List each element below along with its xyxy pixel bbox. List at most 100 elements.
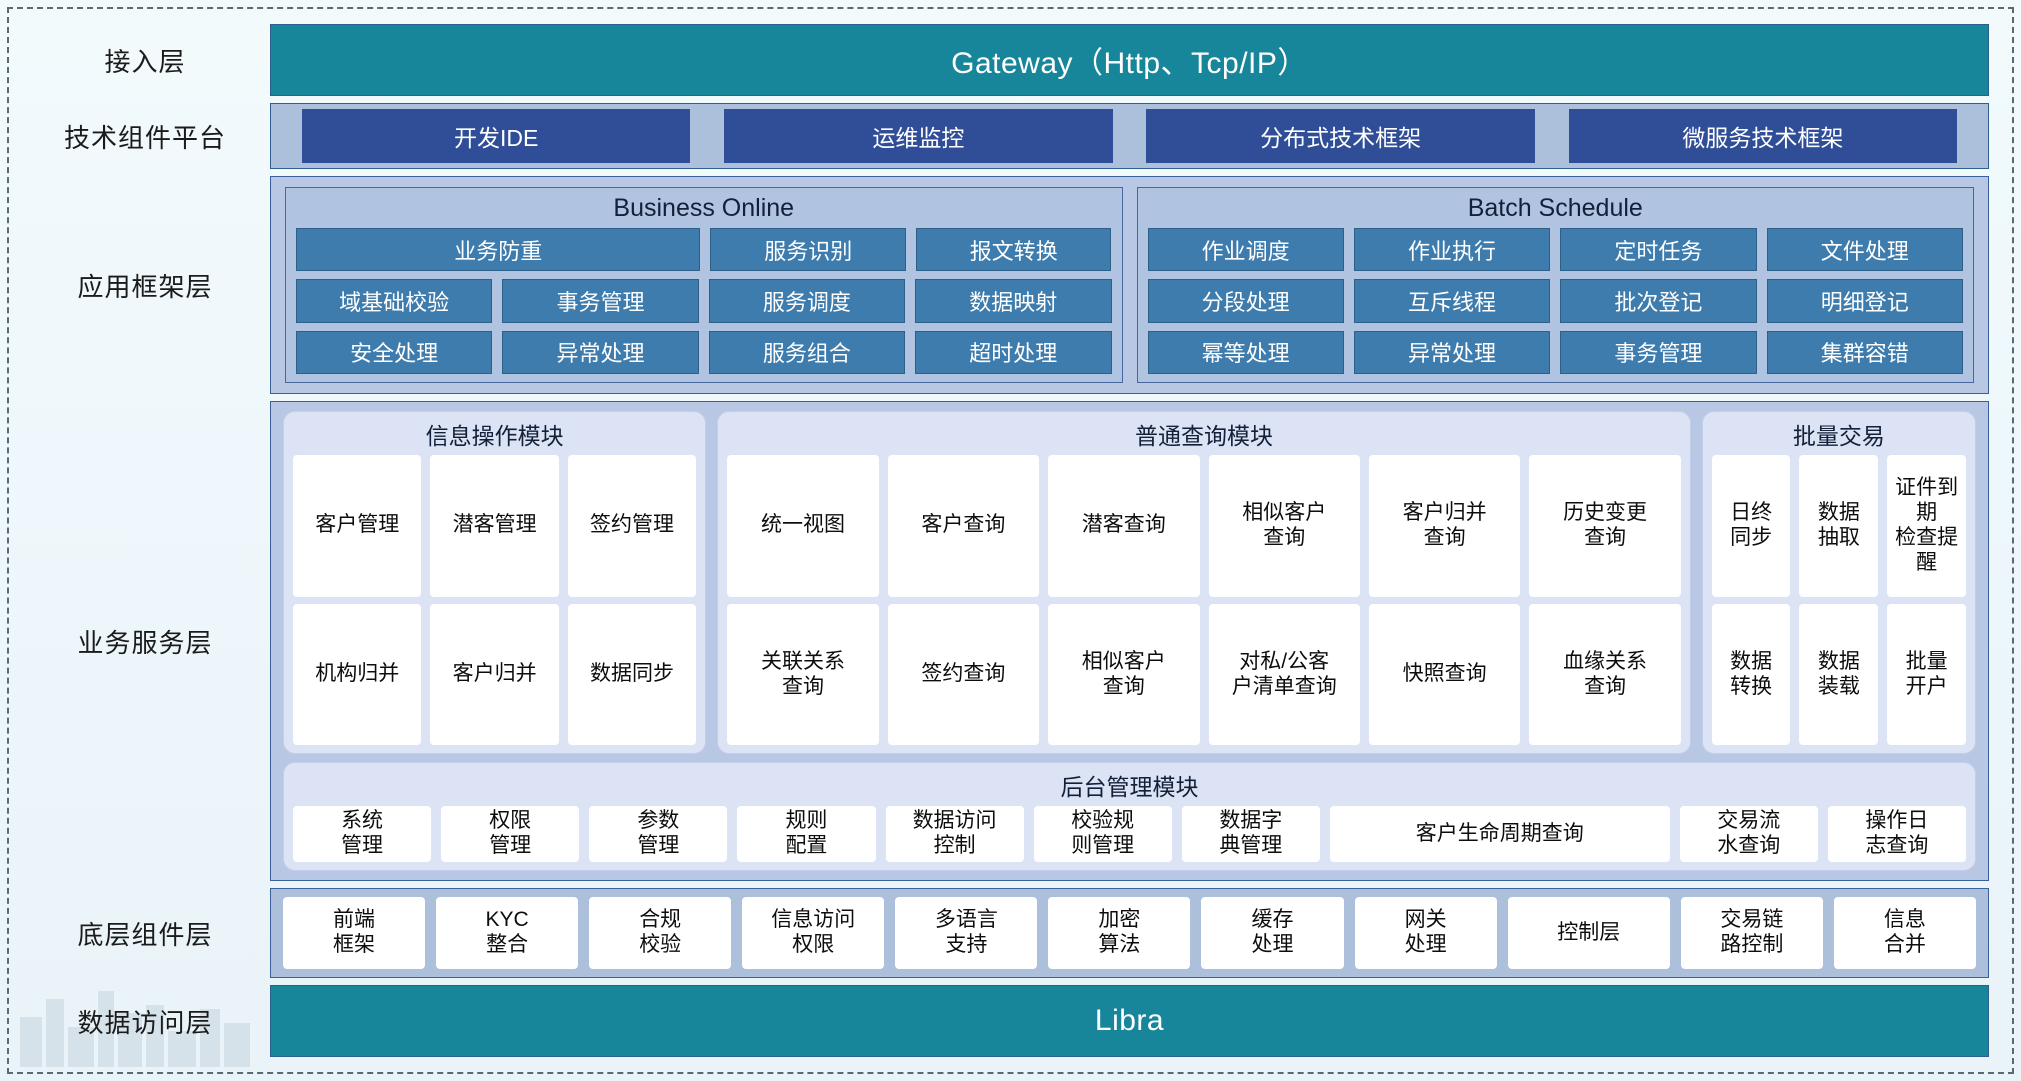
tech-item-microservice-framework[interactable]: 微服务技术框架 xyxy=(1568,109,1958,163)
cell-contract-query[interactable]: 签约查询 xyxy=(887,603,1040,746)
base-components-panel: 前端 框架 KYC 整合 合规 校验 信息访问 权限 多语言 支持 加密 算法 … xyxy=(270,888,1989,978)
cell-segment-processing[interactable]: 分段处理 xyxy=(1147,279,1344,323)
general-query-row-1: 统一视图 客户查询 潜客查询 相似客户 查询 客户归并 查询 历史变更 查询 xyxy=(727,455,1681,597)
info-operations-row-1: 客户管理 潜客管理 签约管理 xyxy=(293,455,697,597)
layer-app-framework: 应用框架层 Business Online 业务防重 服务识别 报文转换 xyxy=(20,176,1989,394)
cell-relation-query[interactable]: 关联关系 查询 xyxy=(727,603,879,746)
cell-business-anti-duplicate[interactable]: 业务防重 xyxy=(296,228,701,272)
cell-frontend-framework[interactable]: 前端 框架 xyxy=(283,897,426,969)
cell-exception-processing-online[interactable]: 异常处理 xyxy=(502,330,699,374)
cell-prospect-management[interactable]: 潜客管理 xyxy=(430,455,559,597)
layer-body-app-framework: Business Online 业务防重 服务识别 报文转换 域基础校验 事务管… xyxy=(270,176,1989,394)
layer-base-components: 底层组件层 前端 框架 KYC 整合 合规 校验 信息访问 权限 多语言 支持 … xyxy=(20,888,1989,978)
cell-batch-account-opening[interactable]: 批量 开户 xyxy=(1887,603,1966,746)
cell-service-dispatch[interactable]: 服务调度 xyxy=(708,279,906,323)
cell-service-composition[interactable]: 服务组合 xyxy=(708,330,906,374)
cell-eod-sync[interactable]: 日终 同步 xyxy=(1711,455,1791,597)
cell-service-identify[interactable]: 服务识别 xyxy=(710,228,906,272)
cell-snapshot-query[interactable]: 快照查询 xyxy=(1368,603,1521,746)
cell-job-execution[interactable]: 作业执行 xyxy=(1353,228,1551,272)
layer-label-tech-platform: 技术组件平台 xyxy=(63,122,226,153)
cell-data-loading[interactable]: 数据 装载 xyxy=(1799,603,1879,746)
cell-cluster-fault-tolerance[interactable]: 集群容错 xyxy=(1766,330,1963,374)
cell-customer-lifecycle-query[interactable]: 客户生命周期查询 xyxy=(1329,806,1670,862)
tech-item-ide[interactable]: 开发IDE xyxy=(301,109,691,163)
cell-data-extraction[interactable]: 数据 抽取 xyxy=(1799,455,1879,597)
cell-unified-view[interactable]: 统一视图 xyxy=(727,455,879,597)
cell-timeout-processing[interactable]: 超时处理 xyxy=(915,330,1112,374)
cell-data-mapping[interactable]: 数据映射 xyxy=(915,279,1112,323)
business-online-grid: 业务防重 服务识别 报文转换 域基础校验 事务管理 服务调度 数据映射 xyxy=(296,228,1112,374)
cell-system-management[interactable]: 系统 管理 xyxy=(293,806,432,862)
cell-info-access-permission[interactable]: 信息访问 权限 xyxy=(742,897,885,969)
layer-label-app-framework: 应用框架层 xyxy=(77,271,213,302)
group-title-batch-schedule: Batch Schedule xyxy=(1467,194,1643,222)
cell-idempotent-processing[interactable]: 幂等处理 xyxy=(1147,330,1344,374)
layer-body-tech-platform: 开发IDE 运维监控 分布式技术框架 微服务技术框架 xyxy=(270,103,1989,169)
cell-transaction-management-online[interactable]: 事务管理 xyxy=(502,279,699,323)
gateway-bar[interactable]: Gateway（Http、Tcp/IP） xyxy=(270,24,1989,96)
cell-multilanguage-support[interactable]: 多语言 支持 xyxy=(895,897,1038,969)
layer-body-data-access: Libra xyxy=(270,985,1989,1057)
module-admin-management: 后台管理模块 系统 管理 权限 管理 参数 管理 规则 配置 数据访问 控制 校… xyxy=(283,762,1976,871)
batch-schedule-row-1: 作业调度 作业执行 定时任务 文件处理 xyxy=(1147,228,1963,272)
cell-control-layer[interactable]: 控制层 xyxy=(1507,897,1670,969)
batch-transaction-row-1: 日终 同步 数据 抽取 证件到期 检查提醒 xyxy=(1711,455,1966,597)
cell-compliance-validation[interactable]: 合规 校验 xyxy=(589,897,732,969)
cell-exception-processing-batch[interactable]: 异常处理 xyxy=(1353,330,1551,374)
tech-item-ops-monitor[interactable]: 运维监控 xyxy=(724,109,1113,163)
cell-transaction-management-batch[interactable]: 事务管理 xyxy=(1560,330,1757,374)
cell-data-dictionary-management[interactable]: 数据字 典管理 xyxy=(1181,806,1320,862)
cell-validation-rule-management[interactable]: 校验规 则管理 xyxy=(1033,806,1172,862)
cell-timed-task[interactable]: 定时任务 xyxy=(1560,228,1757,272)
cell-security-processing[interactable]: 安全处理 xyxy=(296,330,493,374)
cell-message-transform[interactable]: 报文转换 xyxy=(915,228,1112,272)
layer-label-data-access: 数据访问层 xyxy=(77,1007,213,1038)
cell-similar-customer-query-2[interactable]: 相似客户 查询 xyxy=(1048,603,1200,746)
batch-transaction-row-2: 数据 转换 数据 装载 批量 开户 xyxy=(1711,603,1966,746)
cell-retail-corporate-list-query[interactable]: 对私/公客 户清单查询 xyxy=(1208,603,1360,746)
cell-contract-management[interactable]: 签约管理 xyxy=(567,455,697,597)
cell-mutex-thread[interactable]: 互斥线程 xyxy=(1353,279,1551,323)
module-title-info-operations: 信息操作模块 xyxy=(425,423,564,449)
tech-item-distributed-framework[interactable]: 分布式技术框架 xyxy=(1146,109,1535,163)
cell-kyc-integration[interactable]: KYC 整合 xyxy=(436,897,579,969)
cell-customer-query[interactable]: 客户查询 xyxy=(887,455,1040,597)
cell-encryption-algorithm[interactable]: 加密 算法 xyxy=(1048,897,1191,969)
cell-domain-base-validate[interactable]: 域基础校验 xyxy=(296,279,493,323)
cell-transaction-flow-query[interactable]: 交易流 水查询 xyxy=(1679,806,1818,862)
cell-job-scheduling[interactable]: 作业调度 xyxy=(1147,228,1344,272)
cell-history-change-query[interactable]: 历史变更 查询 xyxy=(1529,455,1681,597)
cell-data-conversion[interactable]: 数据 转换 xyxy=(1711,603,1791,746)
cell-operation-log-query[interactable]: 操作日 志查询 xyxy=(1827,806,1966,862)
cell-lineage-relation-query[interactable]: 血缘关系 查询 xyxy=(1529,603,1681,746)
cell-prospect-query[interactable]: 潜客查询 xyxy=(1048,455,1200,597)
diagram-outer-border xyxy=(7,7,2014,1074)
data-access-bar[interactable]: Libra xyxy=(270,985,1989,1057)
cell-customer-merge-query[interactable]: 客户归并 查询 xyxy=(1368,455,1521,597)
cell-similar-customer-query-1[interactable]: 相似客户 查询 xyxy=(1208,455,1360,597)
cell-file-processing[interactable]: 文件处理 xyxy=(1766,228,1963,272)
cell-data-access-control[interactable]: 数据访问 控制 xyxy=(885,806,1024,862)
cell-data-sync[interactable]: 数据同步 xyxy=(567,603,697,746)
cell-customer-management[interactable]: 客户管理 xyxy=(293,455,422,597)
cell-cache-processing[interactable]: 缓存 处理 xyxy=(1201,897,1344,969)
cell-parameter-management[interactable]: 参数 管理 xyxy=(589,806,728,862)
cell-permission-management[interactable]: 权限 管理 xyxy=(441,806,580,862)
cell-info-merge[interactable]: 信息 合并 xyxy=(1833,897,1976,969)
module-info-operations: 信息操作模块 客户管理 潜客管理 签约管理 机构归并 客户归并 xyxy=(283,411,707,755)
cell-batch-registration[interactable]: 批次登记 xyxy=(1560,279,1757,323)
cell-transaction-chain-control[interactable]: 交易链 路控制 xyxy=(1680,897,1823,969)
business-service-panel: 信息操作模块 客户管理 潜客管理 签约管理 机构归并 客户归并 xyxy=(270,401,1989,881)
cell-detail-registration[interactable]: 明细登记 xyxy=(1766,279,1963,323)
cell-certificate-expiry-reminder[interactable]: 证件到期 检查提醒 xyxy=(1887,455,1966,597)
cell-gateway-processing[interactable]: 网关 处理 xyxy=(1354,897,1497,969)
module-title-general-query: 普通查询模块 xyxy=(1134,423,1273,449)
cell-customer-merge[interactable]: 客户归并 xyxy=(430,603,559,746)
cell-org-merge[interactable]: 机构归并 xyxy=(293,603,422,746)
cell-rule-configuration[interactable]: 规则 配置 xyxy=(737,806,876,862)
group-batch-schedule: Batch Schedule 作业调度 作业执行 定时任务 文件处理 分段处理 … xyxy=(1136,187,1974,383)
layer-body-base-components: 前端 框架 KYC 整合 合规 校验 信息访问 权限 多语言 支持 加密 算法 … xyxy=(270,888,1989,978)
group-title-business-online: Business Online xyxy=(613,194,795,222)
